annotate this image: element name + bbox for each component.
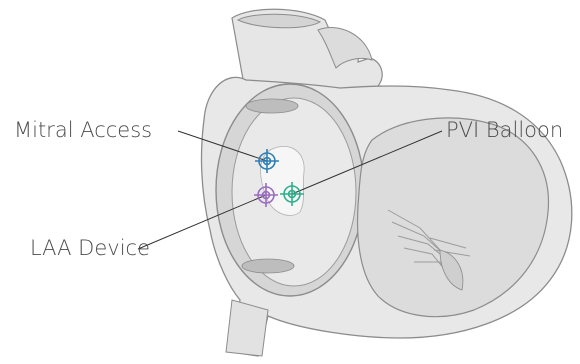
pulmonary-vein-top [246, 99, 298, 113]
mitral-access-label: Mitral Access [14, 118, 152, 142]
pulmonary-vein-bottom [242, 259, 294, 273]
pvi-balloon-label: PVI Balloon [446, 118, 563, 142]
laa-device-label: LAA Device [30, 236, 150, 260]
vena-cava-stub [226, 300, 268, 356]
